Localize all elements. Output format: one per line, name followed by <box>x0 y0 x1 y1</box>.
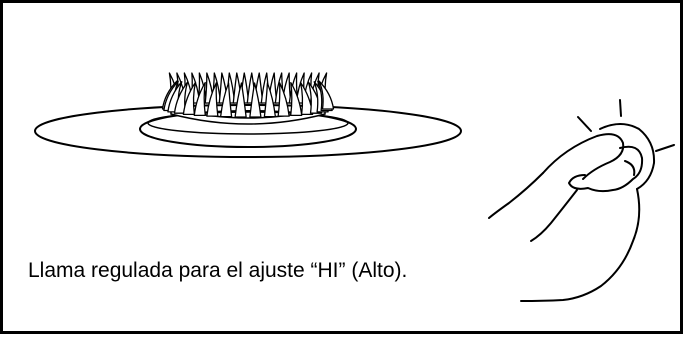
burner-base-outline <box>139 110 357 148</box>
burner-illustration <box>34 72 675 302</box>
hand-wrist <box>488 172 544 219</box>
burner-base-rim <box>147 111 349 135</box>
hand-thumb <box>542 133 625 180</box>
flame <box>182 81 197 116</box>
knob-ray-left <box>577 116 592 132</box>
hand-knuckle <box>624 160 636 176</box>
flame <box>193 81 206 117</box>
hand-palm <box>520 188 641 302</box>
flame <box>219 82 233 118</box>
flame <box>249 82 262 118</box>
flame <box>318 80 335 110</box>
knob-ray-right <box>655 144 675 152</box>
drip-pan-outline <box>34 104 462 158</box>
flame <box>290 81 303 117</box>
flame <box>263 82 277 118</box>
flame <box>206 82 219 117</box>
flame-ring <box>161 72 335 118</box>
flame <box>277 82 290 117</box>
hand-turning-knob <box>488 99 675 302</box>
flame <box>234 82 247 118</box>
figure-caption: Llama regulada para el ajuste “HI” (Alto… <box>28 259 408 282</box>
hand-fingers <box>568 145 644 193</box>
hand-inner <box>530 189 578 242</box>
control-knob <box>599 123 656 190</box>
knob-ray-top <box>619 99 622 117</box>
